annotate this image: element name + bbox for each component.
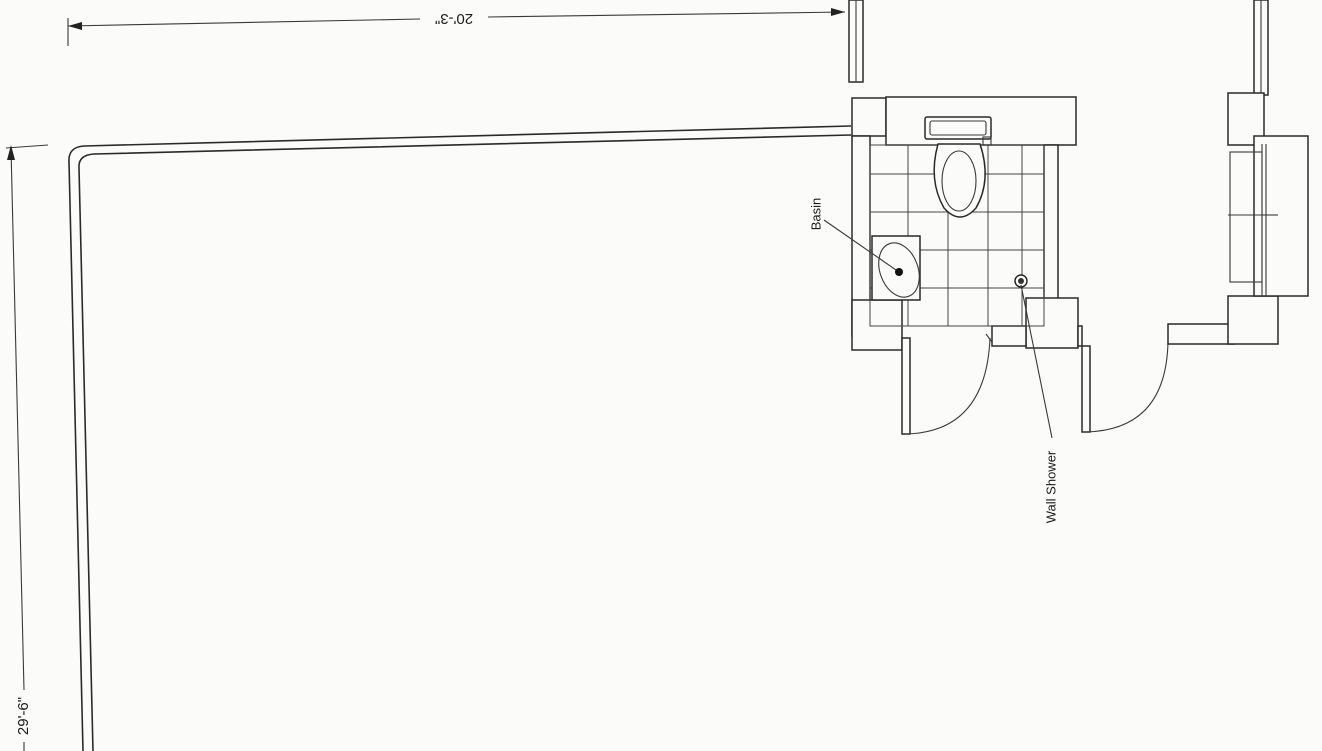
depth-dimension-label: 29'-6" <box>15 697 32 735</box>
corridor-door <box>1081 323 1235 433</box>
width-dimension-label: 20'-3" <box>435 10 473 27</box>
room-outer-wall <box>68 125 852 751</box>
upper-wall-left <box>848 0 864 83</box>
bathroom-door <box>901 333 993 435</box>
basin-leader-line <box>823 219 897 271</box>
right-wall-window <box>1227 92 1309 345</box>
depth-dimension: 29'-6" <box>5 144 49 751</box>
width-dimension: 20'-3" <box>67 8 846 46</box>
basin-fixture <box>871 235 921 301</box>
upper-wall-right <box>1253 0 1269 96</box>
toilet-fixture <box>924 116 992 218</box>
shower-leader-line <box>1020 284 1053 439</box>
basin-label: Basin <box>808 198 823 231</box>
basin-drain-icon <box>895 268 903 276</box>
wall-shower-label: Wall Shower <box>1043 450 1058 523</box>
